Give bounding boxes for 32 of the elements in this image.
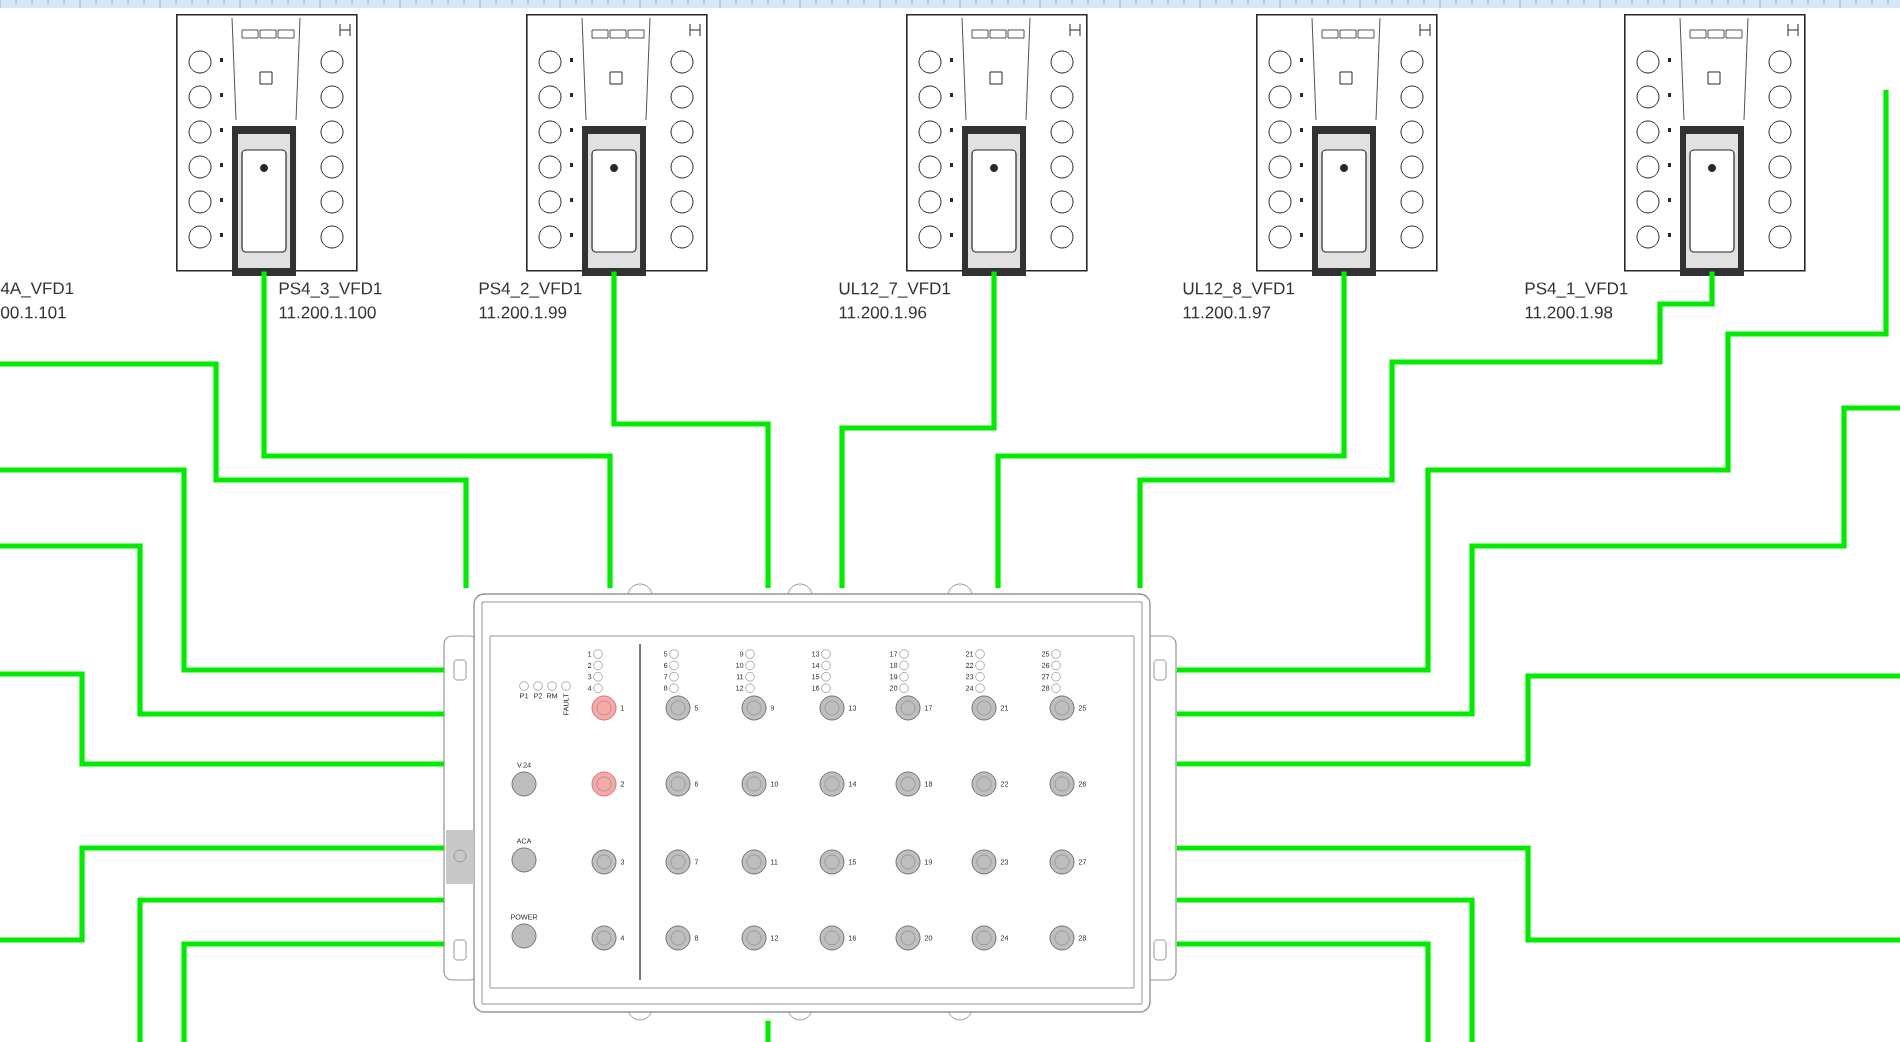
cable-line (261, 271, 613, 588)
cable-line (0, 671, 444, 767)
cable-line (765, 1020, 771, 1042)
cable-line (0, 361, 469, 588)
device-label: 4A_VFD1 (0, 282, 74, 298)
cable-line (1176, 941, 1431, 1042)
device-label: 11.200.1.99 (479, 306, 567, 319)
cable-line (1176, 897, 1475, 1042)
device-label: 11.200.1.98 (1525, 306, 1613, 319)
device-label: 11.200.1.97 (1183, 306, 1271, 319)
device-label: 11.200.1.100 (279, 306, 376, 319)
cable-line (1176, 405, 1900, 717)
cable-line (0, 467, 444, 673)
device-label: 00.1.101 (1, 306, 66, 319)
cable-line (611, 271, 771, 588)
device-label: UL12_7_VFD1 (839, 282, 950, 298)
cable-line (1176, 845, 1900, 943)
cable-line (1176, 90, 1889, 673)
cable-line (1137, 271, 1715, 588)
cable-line (181, 941, 444, 1042)
device-label: PS4_2_VFD1 (479, 282, 582, 298)
cable-line (137, 897, 444, 1042)
cable-line (839, 271, 997, 588)
device-label: UL12_8_VFD1 (1183, 282, 1294, 298)
device-label: PS4_1_VFD1 (1525, 282, 1628, 298)
cable-line (0, 543, 444, 717)
device-label: 11.200.1.96 (839, 306, 927, 319)
switch-drawing (443, 583, 1177, 1021)
device-label: PS4_3_VFD1 (279, 282, 382, 298)
cable-line (1176, 673, 1900, 767)
cable-line (0, 845, 444, 943)
cable-line (995, 271, 1347, 588)
